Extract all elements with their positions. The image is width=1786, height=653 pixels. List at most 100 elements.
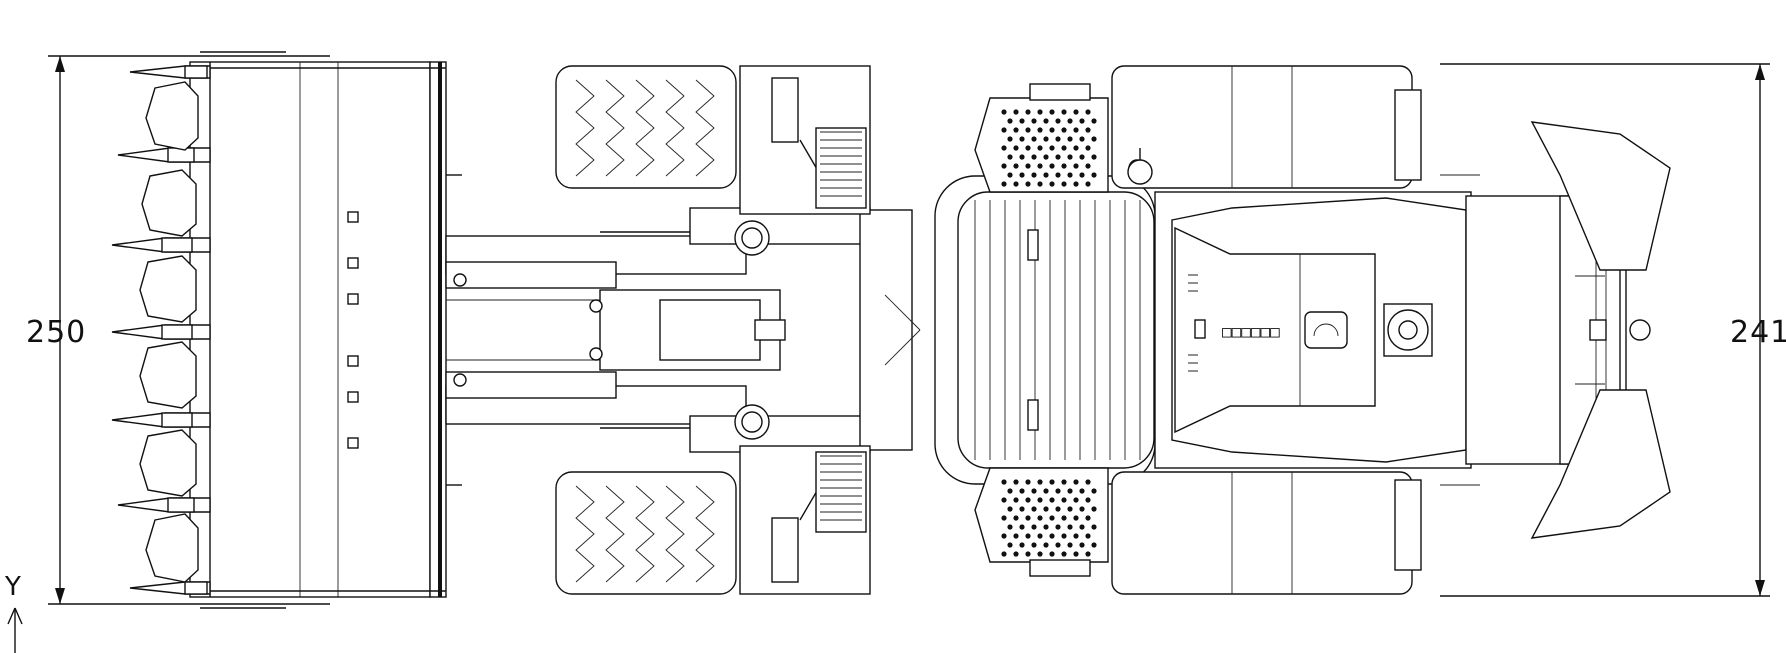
step-perforation-dot (1049, 479, 1055, 485)
step-perforation-dot (1085, 533, 1091, 539)
step-perforation-dot (1013, 163, 1019, 169)
step-perforation-dot (1049, 109, 1055, 115)
step-perforation-dot (1013, 533, 1019, 539)
step-perforation-dot (1019, 542, 1025, 548)
step-perforation-dot (1079, 488, 1085, 494)
step-perforation-dot (1019, 488, 1025, 494)
front-tire-top (555, 65, 737, 189)
step-perforation-dot (1037, 181, 1043, 187)
step-perforation-dot (1037, 551, 1043, 557)
step-perforation-dot (1037, 533, 1043, 539)
step-perforation-dot (1001, 551, 1007, 557)
step-perforation-dot (1019, 154, 1025, 160)
step-perforation-dot (1025, 515, 1031, 521)
step-perforation-dot (1013, 181, 1019, 187)
step-perforation-dot (1019, 136, 1025, 142)
bucket-shrouds (139, 81, 199, 583)
step-perforation-dot (1007, 154, 1013, 160)
left-dimension-line (48, 55, 330, 605)
step-perforation-dot (1073, 497, 1079, 503)
step-perforation-dot (1061, 551, 1067, 557)
step-perforation-dot (1073, 551, 1079, 557)
step-perforation-dot (1019, 506, 1025, 512)
step-perforation-dot (1025, 551, 1031, 557)
step-perforation-dot (1001, 127, 1007, 133)
step-perforation-dot (1007, 506, 1013, 512)
step-perforation-dot (1007, 136, 1013, 142)
step-perforation-dot (1013, 515, 1019, 521)
step-perforation-dot (1061, 497, 1067, 503)
step-perforation-dot (1025, 181, 1031, 187)
step-perforation-dot (1001, 145, 1007, 151)
step-perforation-dot (1067, 118, 1073, 124)
step-perforation-dot (1079, 172, 1085, 178)
bucket (189, 51, 462, 609)
step-perforation-dot (1091, 506, 1097, 512)
step-perforation-dot (1079, 542, 1085, 548)
step-perforation-dot (1037, 497, 1043, 503)
step-perforation-dot (1043, 172, 1049, 178)
step-perforation-dot (1043, 542, 1049, 548)
step-perforation-dot (1079, 136, 1085, 142)
step-perforation-dot (1049, 533, 1055, 539)
left-dimension-label: 250 (26, 315, 86, 350)
step-perforation-dot (1061, 127, 1067, 133)
step-perforation-dot (1013, 127, 1019, 133)
step-perforation-dot (1073, 533, 1079, 539)
step-perforation-dot (1001, 497, 1007, 503)
step-perforation-dot (1055, 524, 1061, 530)
step-perforation-dot (1073, 127, 1079, 133)
step-perforation-dot (1001, 515, 1007, 521)
cab-step-top (974, 83, 1109, 193)
step-perforation-dot (1025, 145, 1031, 151)
step-perforation-dot (1049, 181, 1055, 187)
step-perforation-dot (1007, 542, 1013, 548)
step-perforation-dot (1049, 145, 1055, 151)
step-perforation-dot (1079, 524, 1085, 530)
step-perforation-dot (1085, 127, 1091, 133)
step-perforation-dot (1007, 172, 1013, 178)
step-perforation-dot (1037, 109, 1043, 115)
cab-marking: □□□□□□ (1222, 322, 1280, 341)
step-perforation-dot (1019, 524, 1025, 530)
step-perforation-dot (1085, 163, 1091, 169)
step-perforation-dot (1085, 479, 1091, 485)
step-perforation-dot (1013, 145, 1019, 151)
step-perforation-dot (1049, 127, 1055, 133)
fuel-cap (1127, 148, 1153, 185)
step-perforation-dot (1073, 145, 1079, 151)
step-perforation-dot (1055, 488, 1061, 494)
step-perforation-dot (1049, 515, 1055, 521)
step-perforation-dot (1049, 551, 1055, 557)
step-perforation-dot (1043, 154, 1049, 160)
y-axis-arrow (7, 607, 23, 653)
step-perforation-dot (1007, 524, 1013, 530)
step-perforation-dot (1085, 109, 1091, 115)
counterweight (1440, 121, 1671, 539)
step-perforation-dot (1031, 172, 1037, 178)
step-perforation-dot (1055, 136, 1061, 142)
step-perforation-dot (1037, 145, 1043, 151)
step-perforation-dot (1091, 172, 1097, 178)
step-perforation-dot (1073, 163, 1079, 169)
step-perforation-dot (1061, 163, 1067, 169)
step-perforation-dot (1037, 163, 1043, 169)
step-perforation-dot (1025, 109, 1031, 115)
step-perforation-dot (1085, 145, 1091, 151)
step-perforation-dot (1091, 136, 1097, 142)
step-perforation-dot (1031, 542, 1037, 548)
step-perforation-dot (1085, 497, 1091, 503)
step-perforation-dot (1091, 542, 1097, 548)
step-perforation-dot (1001, 479, 1007, 485)
step-perforation-dot (1091, 488, 1097, 494)
step-perforation-dot (1031, 524, 1037, 530)
step-perforation-dot (1049, 163, 1055, 169)
step-perforation-dot (1079, 154, 1085, 160)
step-perforation-dot (1061, 479, 1067, 485)
step-perforation-dot (1043, 118, 1049, 124)
step-perforation-dot (1037, 127, 1043, 133)
step-perforation-dot (1037, 479, 1043, 485)
step-perforation-dot (1061, 533, 1067, 539)
step-perforation-dot (1043, 136, 1049, 142)
